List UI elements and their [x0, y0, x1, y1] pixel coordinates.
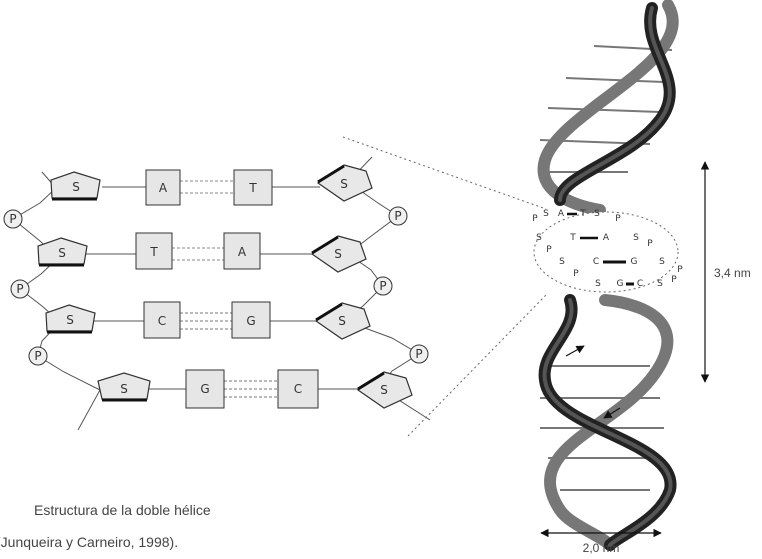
svg-text:G: G [631, 257, 638, 267]
base-box-right [223, 232, 261, 270]
width-dimension: 2,0 nm [540, 528, 662, 555]
svg-text:G: G [617, 279, 624, 289]
sugar-label: S [334, 247, 342, 261]
width-label: 2,0 nm [583, 541, 620, 555]
helix-pair-row: P S C G S P [546, 245, 683, 275]
bond-lines [180, 180, 234, 194]
svg-text:P: P [16, 282, 23, 296]
sugar-label: S [340, 177, 348, 191]
base-letter-right: C [294, 382, 302, 396]
phosphate-circle: P [28, 346, 48, 366]
phosphate-circle: P [409, 344, 429, 364]
strand-direction-arrow [565, 345, 585, 357]
height-dimension: 3,4 nm [700, 161, 751, 383]
height-label: 3,4 nm [714, 266, 751, 280]
strand-direction-arrow [603, 407, 621, 419]
base-pair-row-4: S G C S [97, 369, 413, 409]
svg-text:C: C [593, 257, 599, 267]
base-box-left [145, 169, 181, 206]
base-letter-left: A [159, 181, 168, 195]
svg-text:S: S [633, 233, 639, 243]
svg-text:P: P [573, 269, 579, 279]
base-pair-row-2: S T A S [37, 232, 367, 273]
base-box-left [185, 369, 225, 409]
svg-text:S: S [543, 209, 549, 219]
phosphate-circle: P [373, 276, 393, 296]
svg-text:A: A [558, 209, 565, 219]
svg-text:S: S [595, 279, 601, 289]
helix-pair-row: S T A S P [536, 233, 653, 249]
helix-pair-row: P S G C S P [573, 269, 677, 289]
svg-text:P: P [532, 214, 538, 224]
sugar-label: S [338, 314, 346, 328]
sugar-label: S [380, 383, 388, 397]
sugar-label: S [120, 382, 128, 396]
sugar-label: S [72, 180, 80, 194]
base-box-right [233, 169, 273, 206]
svg-text:S: S [536, 233, 542, 243]
svg-text:S: S [594, 209, 600, 219]
svg-text:A: A [603, 233, 610, 243]
projection-line-top [342, 136, 547, 210]
base-pair-row-1: S A T S [50, 164, 373, 206]
sugar-label: S [58, 246, 66, 260]
svg-text:S: S [659, 257, 665, 267]
base-box-right [277, 369, 319, 409]
caption-line-1: Estructura de la doble hélice [34, 502, 211, 518]
svg-text:P: P [615, 214, 621, 224]
projection-line-bottom [407, 294, 547, 437]
base-box-right [231, 301, 271, 339]
svg-text:C: C [637, 279, 643, 289]
double-helix: P S A T S P S T A S P P S C G [532, 0, 683, 551]
phosphate-groups: P P P P P P [3, 206, 429, 366]
svg-text:P: P [394, 209, 401, 223]
sugar-label: S [66, 313, 74, 327]
base-letter-left: C [158, 314, 166, 328]
phosphate-circle: P [10, 279, 30, 299]
base-letter-right: T [248, 181, 257, 195]
helix-zoom-ellipse [533, 211, 679, 293]
dna-ladder: S A T S S T A S [3, 136, 547, 437]
base-letter-left: T [149, 245, 158, 259]
base-letter-right: G [246, 314, 255, 328]
svg-text:P: P [671, 275, 677, 285]
left-backbone [12, 171, 101, 431]
svg-text:P: P [677, 265, 683, 275]
base-box-left [143, 301, 181, 339]
svg-text:T: T [579, 209, 586, 219]
svg-text:P: P [546, 245, 552, 255]
svg-text:T: T [569, 233, 576, 243]
svg-text:P: P [379, 279, 386, 293]
helix-inner-pairs: P S A T S P S T A S P P S C G [532, 209, 683, 289]
svg-text:P: P [647, 239, 653, 249]
base-box-left [135, 232, 173, 270]
caption-line-2: (Junqueira y Carneiro, 1998). [0, 534, 179, 550]
base-letter-right: A [238, 245, 247, 259]
svg-text:P: P [9, 212, 16, 226]
base-pair-row-3: S C G S [45, 301, 371, 340]
svg-text:P: P [34, 349, 41, 363]
svg-text:S: S [559, 257, 565, 267]
phosphate-circle: P [388, 206, 408, 226]
base-letter-left: G [200, 382, 209, 396]
svg-text:P: P [415, 347, 422, 361]
phosphate-circle: P [3, 209, 23, 229]
svg-text:S: S [657, 279, 663, 289]
helix-pair-row: P S A T S P [532, 209, 621, 224]
